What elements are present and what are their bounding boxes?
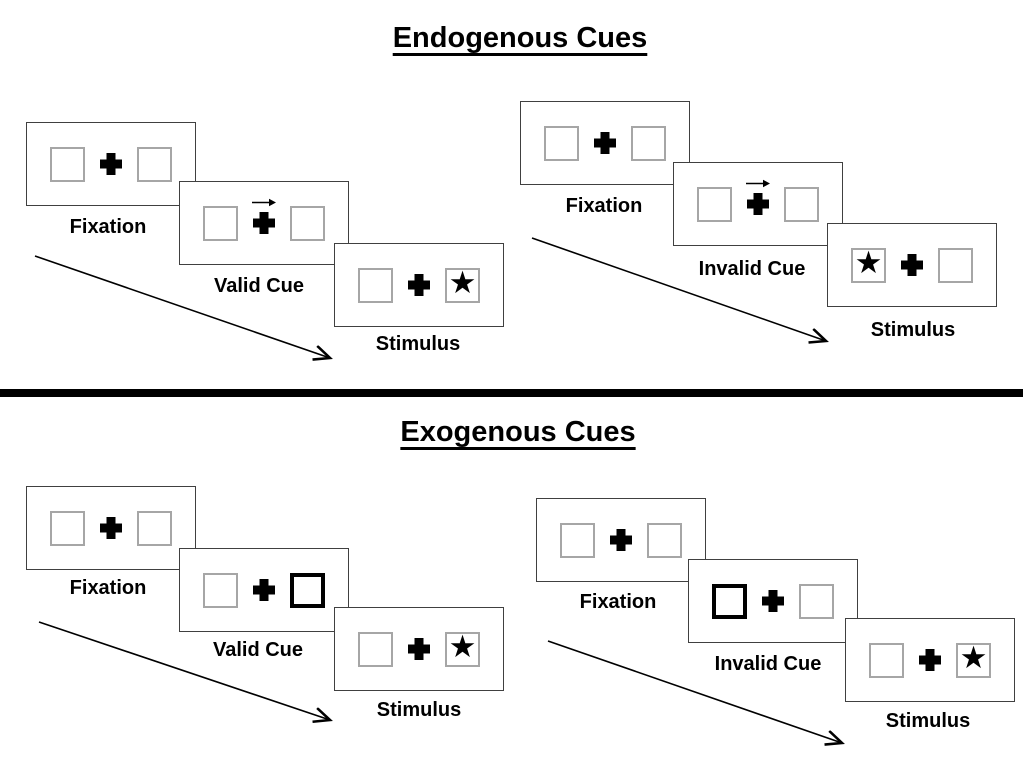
left-placeholder-box (203, 205, 238, 241)
central-area (747, 560, 799, 642)
cue-arrow-right-icon (251, 197, 277, 208)
timeline-arrow (531, 237, 832, 345)
panel-label: Stimulus (375, 333, 461, 355)
panel-fixation (26, 486, 196, 570)
right-target-box: ★ (445, 629, 480, 667)
cue-arrow-right-icon (745, 178, 771, 189)
panel-fixation (536, 498, 706, 582)
panel-stimulus: ★ (334, 243, 504, 327)
fixation-cross-icon (408, 638, 430, 660)
section-title-endogenous: Endogenous Cues (392, 22, 648, 54)
left-placeholder-box (544, 125, 579, 161)
central-area (238, 182, 290, 264)
left-placeholder-box (203, 572, 238, 608)
right-placeholder-box (631, 125, 666, 161)
panel-label: Fixation (565, 195, 643, 217)
fixation-cross-icon (253, 579, 275, 601)
right-placeholder-box (137, 146, 172, 182)
star-stimulus-icon: ★ (854, 245, 883, 281)
central-area (579, 102, 631, 184)
section-title-exogenous: Exogenous Cues (400, 416, 636, 448)
right-placeholder-box (799, 583, 834, 619)
star-stimulus-icon: ★ (959, 640, 988, 676)
right-placeholder-box (938, 247, 973, 283)
fixation-cross-icon (919, 649, 941, 671)
left-placeholder-box (358, 631, 393, 667)
panel-label: Stimulus (870, 319, 956, 341)
panel-label: Fixation (579, 591, 657, 613)
central-area (904, 619, 956, 701)
central-area (238, 549, 290, 631)
right-target-box: ★ (956, 640, 991, 678)
fixation-cross-icon (100, 153, 122, 175)
panel-valid-cue (179, 548, 349, 632)
fixation-cross-icon (594, 132, 616, 154)
timeline-arrow (34, 255, 335, 362)
central-area (393, 608, 445, 690)
left-placeholder-box (358, 267, 393, 303)
panel-stimulus: ★ (334, 607, 504, 691)
central-area (85, 487, 137, 569)
left-placeholder-box (50, 510, 85, 546)
panel-label: Valid Cue (212, 639, 304, 661)
left-placeholder-box (560, 522, 595, 558)
fixation-cross-icon (253, 212, 275, 234)
panel-invalid-cue (673, 162, 843, 246)
left-target-box: ★ (851, 245, 886, 283)
panel-label: Fixation (69, 216, 147, 238)
panel-valid-cue (179, 181, 349, 265)
timeline-arrow (38, 621, 335, 724)
fixation-cross-icon (762, 590, 784, 612)
panel-label: Fixation (69, 577, 147, 599)
panel-fixation (26, 122, 196, 206)
panel-label: Valid Cue (213, 275, 305, 297)
left-placeholder-box (869, 642, 904, 678)
right-target-box: ★ (445, 265, 480, 303)
right-placeholder-box (290, 205, 325, 241)
fixation-cross-icon (747, 193, 769, 215)
timeline-arrow (547, 640, 847, 747)
fixation-cross-icon (100, 517, 122, 539)
central-area (886, 224, 938, 306)
left-placeholder-box (50, 146, 85, 182)
central-area (732, 163, 784, 245)
left-cue-box (712, 583, 747, 619)
panel-stimulus: ★ (827, 223, 997, 307)
fixation-cross-icon (901, 254, 923, 276)
fixation-cross-icon (408, 274, 430, 296)
central-area (393, 244, 445, 326)
panel-stimulus: ★ (845, 618, 1015, 702)
panel-fixation (520, 101, 690, 185)
central-area (85, 123, 137, 205)
star-stimulus-icon: ★ (448, 629, 477, 665)
section-divider (0, 389, 1023, 397)
right-placeholder-box (784, 186, 819, 222)
panel-label: Invalid Cue (714, 653, 822, 675)
panel-invalid-cue (688, 559, 858, 643)
fixation-cross-icon (610, 529, 632, 551)
left-placeholder-box (697, 186, 732, 222)
panel-label: Invalid Cue (698, 258, 806, 280)
star-stimulus-icon: ★ (448, 265, 477, 301)
panel-label: Stimulus (885, 710, 971, 732)
right-placeholder-box (647, 522, 682, 558)
panel-label: Stimulus (376, 699, 462, 721)
right-cue-box (290, 572, 325, 608)
central-area (595, 499, 647, 581)
right-placeholder-box (137, 510, 172, 546)
